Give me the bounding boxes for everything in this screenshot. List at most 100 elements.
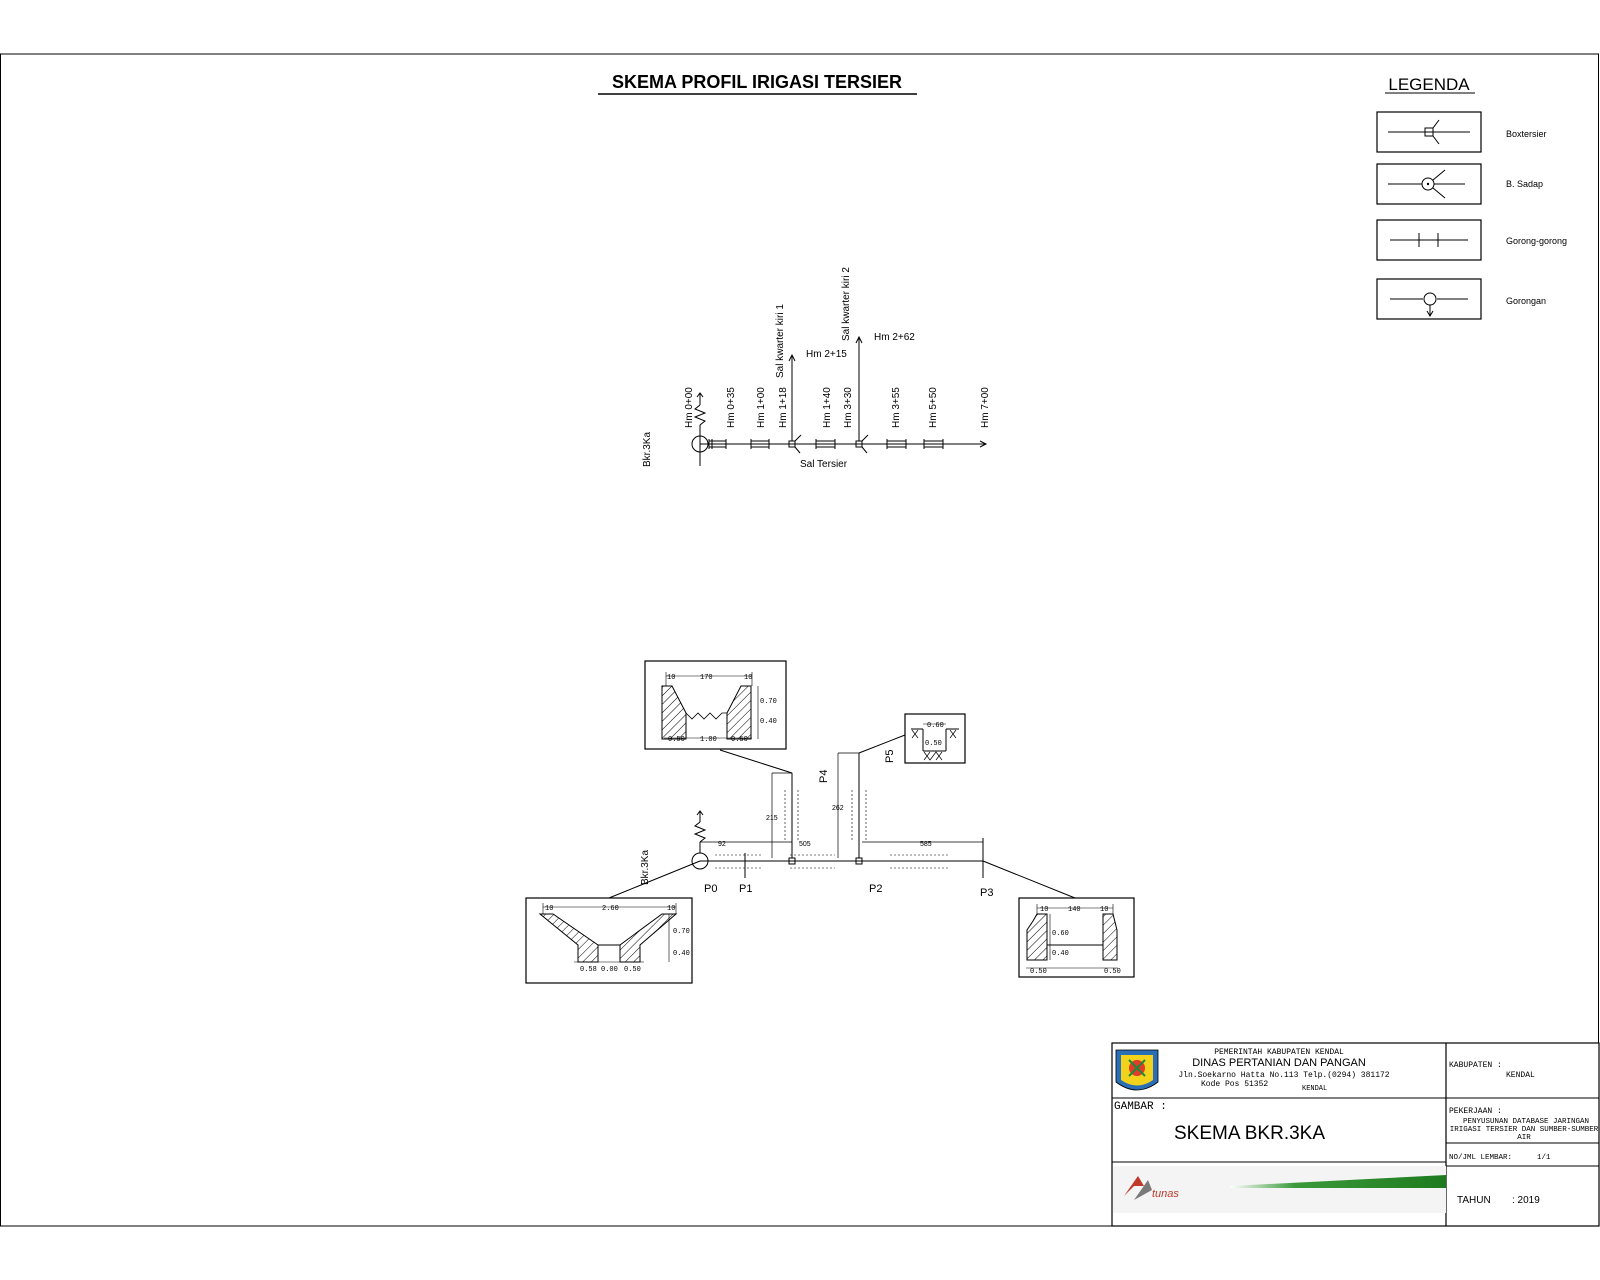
- dimension-label: 0.58: [580, 966, 597, 974]
- dimension-label: 140: [1068, 906, 1081, 914]
- schema-profile: [691, 335, 988, 466]
- source-label: Bkr.3Ka: [640, 850, 651, 885]
- legend-label: B. Sadap: [1506, 179, 1543, 189]
- station-label: Hm 3+30: [843, 387, 854, 428]
- consultant-logo: tunas: [1113, 1166, 1446, 1213]
- length-label: 585: [920, 841, 932, 848]
- dimension-label: 0.60: [1052, 930, 1069, 938]
- legend-heading: LEGENDA: [1388, 75, 1470, 94]
- dept-name: DINAS PERTANIAN DAN PANGAN: [1192, 1057, 1366, 1069]
- drawing-title: SKEMA PROFIL IRIGASI TERSIER: [612, 72, 902, 92]
- kabupaten-value: KENDAL: [1506, 1071, 1535, 1080]
- dimension-label: 0.50: [668, 736, 685, 744]
- point-label: P2: [869, 883, 882, 895]
- cross-section-lower-left: 10 2.60 10 0.70 0.40 0.58 0.00 0.50: [525, 897, 693, 984]
- legend-label: Gorong-gorong: [1506, 236, 1567, 246]
- pekerjaan-line: AIR: [1517, 1134, 1531, 1142]
- quarter-2-label: Sal kwarter kiri 2: [841, 267, 852, 341]
- dimension-label: 0.50: [731, 736, 748, 744]
- sheet-border: [0, 53, 1599, 1227]
- kabupaten-label: KABUPATEN :: [1449, 1061, 1502, 1070]
- dimension-label: 10: [667, 905, 675, 913]
- boxtersier-icon: [855, 335, 869, 454]
- cross-section-lower-right: 10 140 10 0.60 0.40 0.50 0.50: [1018, 897, 1135, 978]
- quarter-1-station: Hm 2+15: [806, 349, 847, 360]
- dimension-label: 0.70: [673, 928, 690, 936]
- dimension-label: 10: [545, 905, 553, 913]
- station-label: Hm 1+40: [822, 387, 833, 428]
- station-label: Hm 1+18: [778, 387, 789, 428]
- schema-labels: Bkr.3Ka Hm 0+00 Hm 0+35 Hm 1+00 Hm 1+18 …: [642, 267, 991, 470]
- dimension-label: 170: [700, 674, 713, 682]
- dimension-label: 10: [1040, 906, 1048, 914]
- dimension-label: 2.60: [602, 905, 619, 913]
- dimension-label: 0.60: [927, 722, 944, 730]
- source-label: Bkr.3Ka: [642, 432, 653, 467]
- station-label: Hm 0+35: [726, 387, 737, 428]
- pekerjaan-label: PEKERJAAN :: [1449, 1107, 1502, 1116]
- quarter-1-label: Sal kwarter kiri 1: [775, 304, 786, 378]
- legend-label: Gorongan: [1506, 296, 1546, 306]
- gorong-gorong-icon: [886, 439, 907, 449]
- title-block: PEMERINTAH KABUPATEN KENDAL DINAS PERTAN…: [1111, 1042, 1600, 1227]
- quarter-2-station: Hm 2+62: [874, 332, 915, 343]
- lembar-label: NO/JML LEMBAR:: [1449, 1154, 1512, 1162]
- cross-section-upper-right: 0.60 0.50: [904, 713, 966, 764]
- length-label: 92: [718, 841, 726, 848]
- gorongan-icon: [1390, 292, 1468, 317]
- dimension-label: 0.50: [1030, 968, 1047, 976]
- city: KENDAL: [1302, 1085, 1327, 1093]
- dimension-label: 0.70: [760, 698, 777, 706]
- station-label: Hm 0+00: [684, 387, 695, 428]
- station-label: Hm 3+55: [891, 387, 902, 428]
- length-label: 505: [799, 841, 811, 848]
- gorong-gorong-icon: [750, 439, 770, 449]
- network-labels: Bkr.3Ka P0 P1 P2 P3 P4 P5 92 505 585 215…: [640, 750, 993, 899]
- dimension-label: 1.00: [700, 736, 717, 744]
- cross-section-upper-left: 10 170 10 0.70 0.40 0.50 1.00 0.50: [644, 660, 787, 750]
- dimension-label: 0.00: [601, 966, 618, 974]
- tahun-label: TAHUN: [1457, 1195, 1491, 1206]
- boxtersier-icon: [788, 353, 802, 454]
- kendal-emblem-icon: [1115, 1049, 1159, 1091]
- pekerjaan-line: PENYUSUNAN DATABASE JARINGAN: [1463, 1118, 1589, 1126]
- dimension-label: 0.50: [624, 966, 641, 974]
- dimension-label: 0.50: [1104, 968, 1121, 976]
- length-label: 262: [832, 805, 844, 812]
- gov-name: PEMERINTAH KABUPATEN KENDAL: [1214, 1048, 1344, 1057]
- station-label: Hm 1+00: [756, 387, 767, 428]
- point-label: P4: [818, 770, 830, 783]
- dimension-label: 10: [744, 674, 752, 682]
- dimension-label: 0.40: [1052, 950, 1069, 958]
- dimension-label: 10: [667, 674, 675, 682]
- gambar-value: SKEMA BKR.3KA: [1174, 1123, 1325, 1144]
- address: Jln.Soekarno Hatta No.113 Telp.(0294) 38…: [1178, 1071, 1389, 1080]
- dimension-label: 10: [1100, 906, 1108, 914]
- dimension-label: 0.40: [760, 718, 777, 726]
- bagi-sadap-icon: [1388, 169, 1465, 199]
- network-diagram: [608, 734, 1076, 899]
- legend: LEGENDA Boxtersier B. Sadap G: [1376, 75, 1567, 320]
- gambar-label: GAMBAR :: [1114, 1101, 1167, 1113]
- gorong-gorong-icon: [708, 439, 727, 449]
- length-label: 215: [766, 815, 778, 822]
- dimension-label: 0.50: [925, 740, 942, 748]
- pekerjaan-line: IRIGASI TERSIER DAN SUMBER-SUMBER: [1450, 1126, 1599, 1134]
- boxtersier-icon: [1388, 119, 1470, 145]
- consultant-logo-text: tunas: [1152, 1188, 1179, 1200]
- station-label: Hm 7+00: [980, 387, 991, 428]
- gorong-gorong-icon: [923, 439, 944, 449]
- point-label: P5: [884, 750, 896, 763]
- point-label: P0: [704, 883, 717, 895]
- station-label: Hm 5+50: [928, 387, 939, 428]
- legend-label: Boxtersier: [1506, 129, 1547, 139]
- postcode: Kode Pos 51352: [1201, 1080, 1268, 1089]
- gorong-gorong-icon: [1390, 233, 1468, 247]
- lembar-value: 1/1: [1537, 1154, 1551, 1162]
- tertiary-label: Sal Tersier: [800, 459, 848, 470]
- point-label: P3: [980, 887, 993, 899]
- tahun-value: : 2019: [1512, 1195, 1540, 1206]
- dimension-label: 0.40: [673, 950, 690, 958]
- gorong-gorong-icon: [815, 439, 836, 449]
